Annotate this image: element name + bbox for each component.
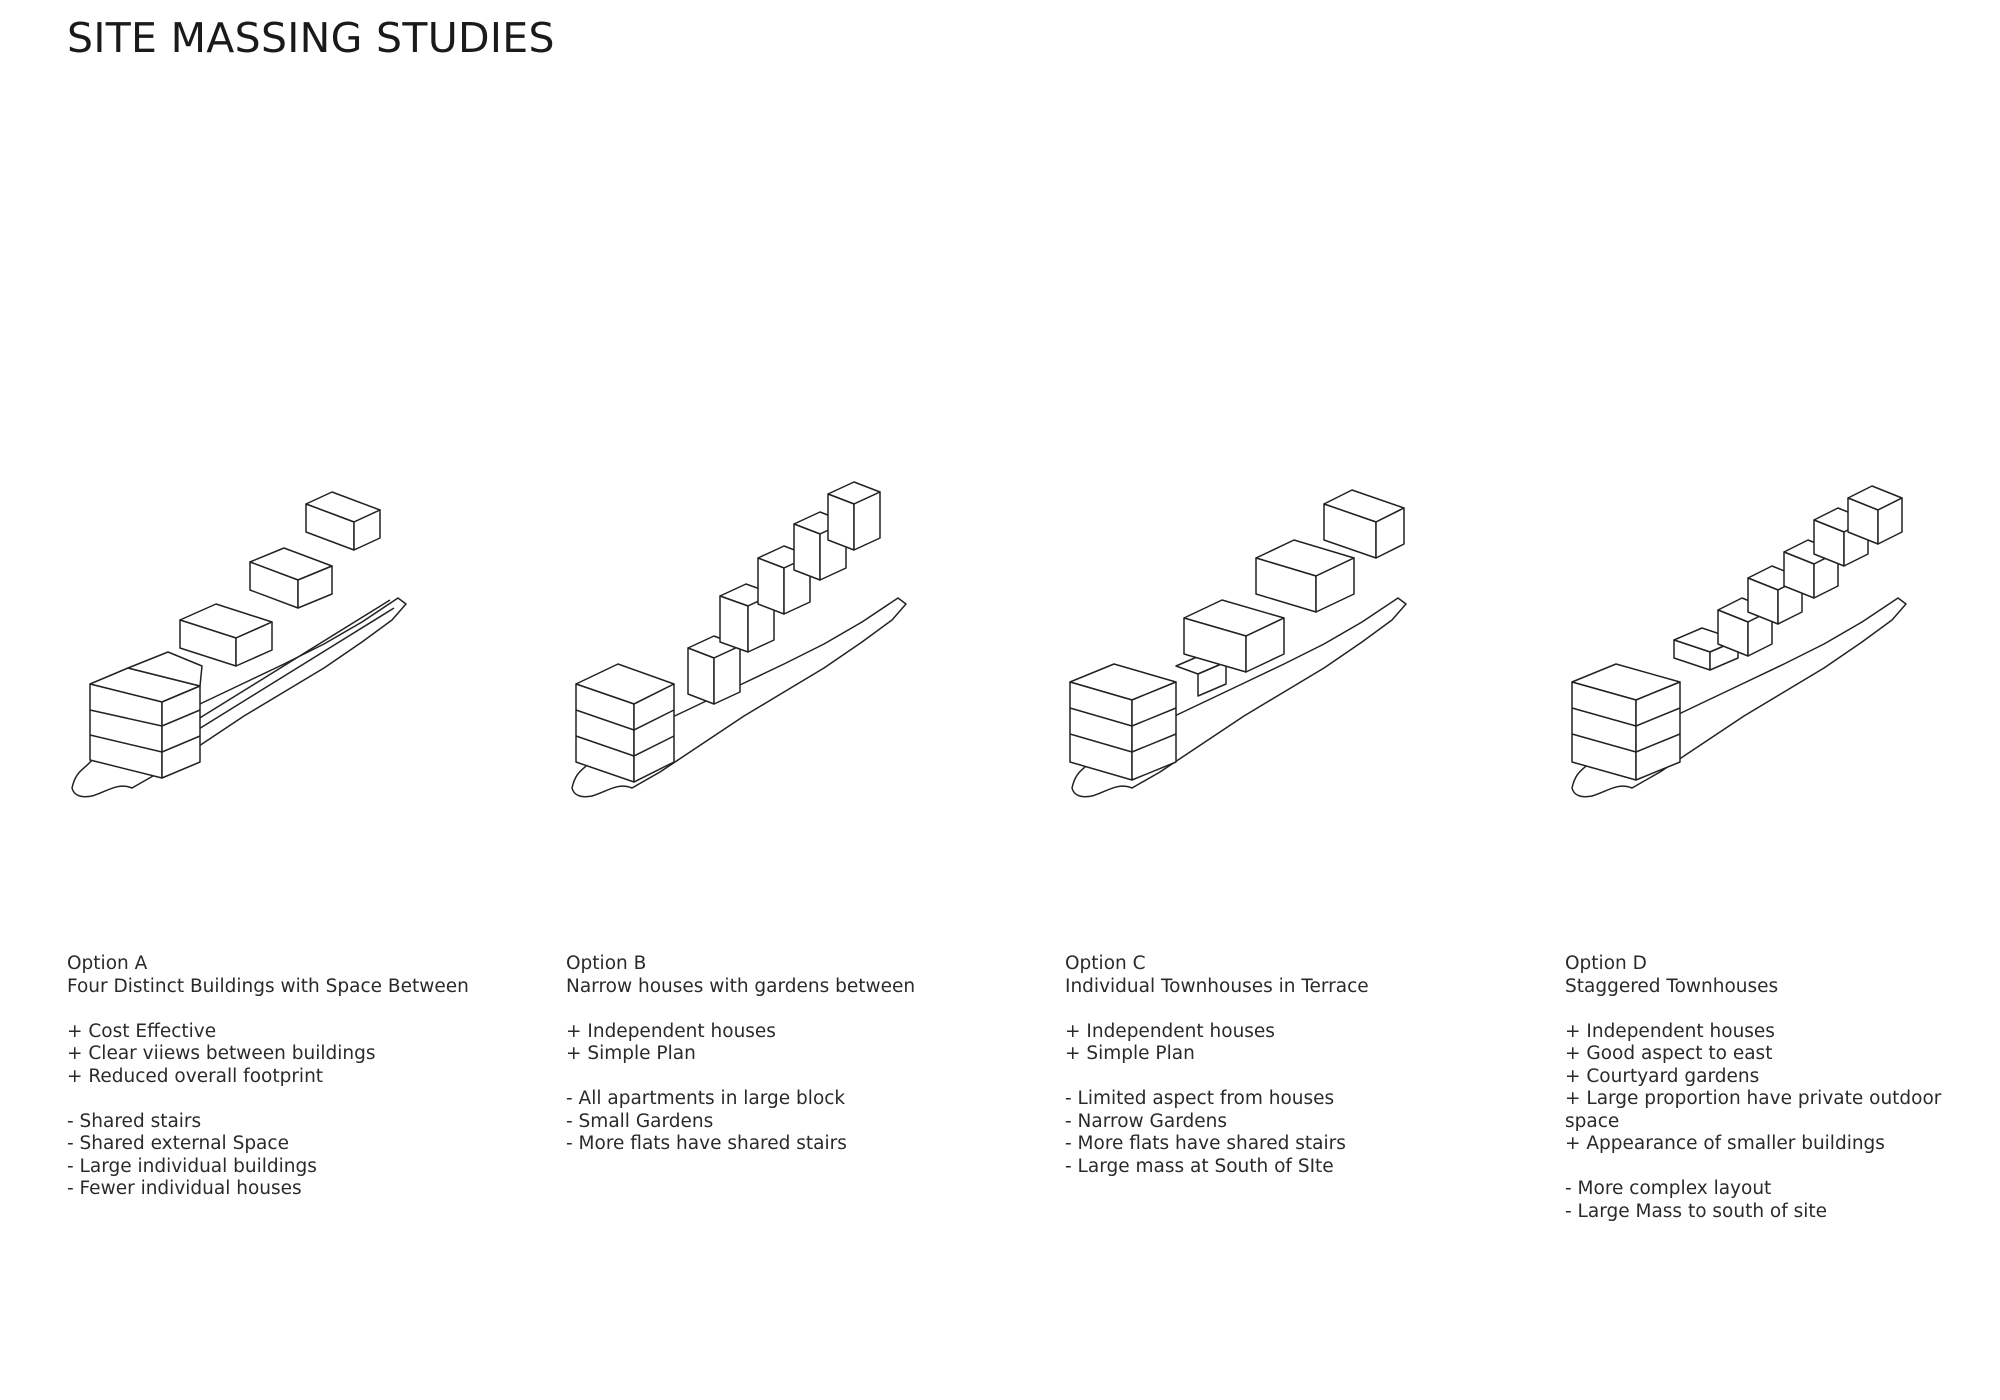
pro-item: + Reduced overall footprint	[67, 1065, 324, 1087]
option-name: Option B	[566, 953, 647, 974]
massing-svg-option-a	[71, 491, 407, 798]
cons-list: - More complex layout - Large Mass to so…	[1565, 1178, 1965, 1223]
pro-item: + Independent houses	[1065, 1020, 1275, 1042]
block-a1-right	[161, 685, 201, 779]
con-item: - More complex layout	[1565, 1178, 1772, 1199]
pro-item: + Simple Plan	[566, 1043, 696, 1064]
block-c2-right	[1197, 661, 1227, 697]
massing-diagram-option-a	[62, 470, 432, 830]
option-name: Option C	[1065, 953, 1146, 974]
pro-item: + Cost Effective	[67, 1020, 217, 1042]
option-subtitle: Individual Townhouses in Terrace	[1065, 975, 1369, 997]
con-item: - Small Gardens	[566, 1110, 714, 1132]
block-a3-right	[297, 565, 333, 609]
block-b5-left	[793, 523, 821, 581]
massing-diagram-option-d	[1562, 470, 1932, 830]
block-d7-right	[1877, 497, 1903, 545]
con-item: - Large mass at South of SIte	[1065, 1155, 1334, 1177]
pro-item: + Courtyard gardens	[1565, 1065, 1760, 1087]
con-item: - Large individual buildings	[67, 1155, 317, 1177]
option-subtitle: Narrow houses with gardens between	[566, 975, 916, 997]
page-title: SITE MASSING STUDIES	[67, 14, 555, 62]
block-c1-left	[1069, 681, 1133, 781]
con-item: - More flats have shared stairs	[1065, 1133, 1346, 1154]
block-c3-right	[1245, 617, 1285, 673]
con-item: - Fewer individual houses	[67, 1178, 302, 1199]
pros-list: + Cost Effective + Clear viiews between …	[67, 1021, 507, 1089]
option-c-description: Option C Individual Townhouses in Terrac…	[1065, 953, 1505, 1178]
block-c4-right	[1315, 557, 1355, 613]
block-c1-right	[1131, 681, 1177, 781]
block-b4-left	[757, 557, 785, 615]
massing-svg-option-c	[1069, 489, 1407, 798]
con-item: - Large Mass to south of site	[1565, 1200, 1828, 1222]
road-edge	[189, 599, 391, 725]
con-item: - More flats have shared stairs	[566, 1133, 847, 1154]
pros-list: + Independent houses + Simple Plan	[566, 1021, 1006, 1066]
block-b2-right	[713, 645, 741, 705]
road-edge-inner	[193, 607, 395, 733]
option-subtitle: Four Distinct Buildings with Space Betwe…	[67, 975, 469, 997]
pro-item: + Large proportion have private outdoor …	[1565, 1088, 1948, 1132]
block-b6-right	[853, 491, 881, 551]
option-b-description: Option B Narrow houses with gardens betw…	[566, 953, 1006, 1156]
option-a-description: Option A Four Distinct Buildings with Sp…	[67, 953, 507, 1201]
block-a2-right	[235, 621, 273, 667]
cons-list: - Limited aspect from houses - Narrow Ga…	[1065, 1088, 1505, 1178]
pros-list: + Independent houses + Simple Plan	[1065, 1021, 1505, 1066]
pro-item: + Clear viiews between buildings	[67, 1043, 376, 1064]
con-item: - Shared stairs	[67, 1110, 202, 1132]
massing-diagram-option-c	[1062, 470, 1432, 830]
block-c5-right	[1375, 507, 1405, 559]
block-b3-left	[719, 595, 749, 653]
option-d-description: Option D Staggered Townhouses + Independ…	[1565, 953, 1965, 1223]
option-subtitle: Staggered Townhouses	[1565, 975, 1779, 997]
pros-list: + Independent houses + Good aspect to ea…	[1565, 1021, 1965, 1156]
cons-list: - All apartments in large block - Small …	[566, 1088, 1006, 1156]
pro-item: + Appearance of smaller buildings	[1565, 1133, 1885, 1154]
massing-svg-option-b	[571, 481, 907, 798]
con-item: - All apartments in large block	[566, 1088, 846, 1109]
pro-item: + Independent houses	[566, 1020, 776, 1042]
option-name: Option D	[1565, 953, 1647, 974]
block-b2-left	[687, 647, 715, 705]
site-outline	[71, 597, 407, 798]
cons-list: - Shared stairs - Shared external Space …	[67, 1111, 507, 1201]
block-b6-left	[827, 493, 855, 551]
pro-item: + Good aspect to east	[1565, 1043, 1773, 1064]
massing-svg-option-d	[1571, 485, 1907, 798]
pro-item: + Independent houses	[1565, 1020, 1775, 1042]
con-item: - Shared external Space	[67, 1133, 289, 1154]
block-a1-wing-top	[127, 651, 203, 687]
block-d1-left	[1571, 681, 1637, 781]
block-a4-right	[353, 509, 381, 551]
block-d1-right	[1635, 681, 1681, 781]
massing-diagram-option-b	[562, 470, 932, 830]
option-name: Option A	[67, 953, 148, 974]
con-item: - Narrow Gardens	[1065, 1110, 1227, 1132]
con-item: - Limited aspect from houses	[1065, 1088, 1335, 1109]
pro-item: + Simple Plan	[1065, 1043, 1195, 1064]
